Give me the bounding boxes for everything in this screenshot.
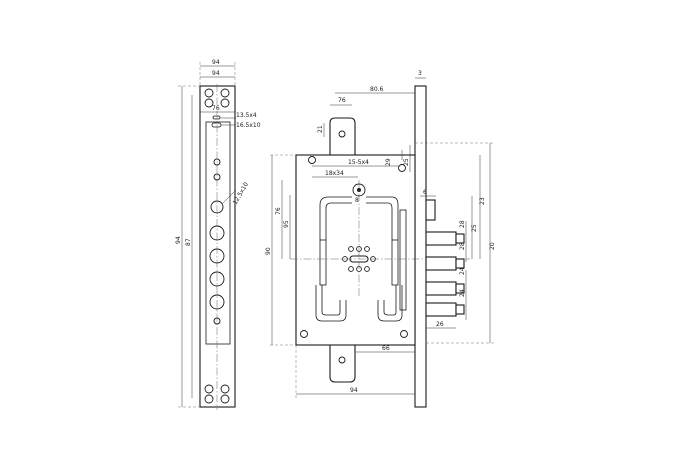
tab-hole: [338, 130, 346, 138]
bolt: [425, 231, 457, 246]
bolt-frame-lower: [377, 285, 403, 322]
bolt-tip: [455, 233, 465, 244]
case-screw: [308, 156, 316, 164]
bolt: [425, 302, 457, 317]
strike-plate: 94 94 76 13.5x4 16.5x10 12.5x10: [175, 59, 261, 410]
strike-fixing-hole: [204, 384, 214, 394]
tab-hole: [338, 356, 346, 364]
strike-hole-offset-label: 76: [212, 105, 220, 112]
bolt-tip: [455, 283, 465, 294]
bottom-mounting-tab: [329, 344, 356, 383]
bolt-rail: [391, 239, 399, 286]
bolt: [425, 281, 457, 296]
right-a-label: 23: [479, 197, 486, 205]
strike-fixing-hole: [204, 98, 214, 108]
lock-body: 80.6 3 76 21 15-5x4 18x34 8: [265, 70, 496, 408]
faceplate: [414, 85, 427, 408]
bolt-rail: [399, 209, 407, 311]
bolt-spacing-1-label: 28: [459, 220, 466, 228]
height-total-label: 90: [265, 247, 272, 255]
bolt-frame-lower: [315, 285, 347, 322]
strike-fixing-hole: [204, 394, 214, 404]
overall-width-label: 94: [350, 387, 358, 394]
hub-offset-label: 76: [338, 97, 346, 104]
bolt-projection-label: 26: [436, 321, 444, 328]
right-total-label: 20: [489, 242, 496, 250]
strike-slot-b-label: 16.5x10: [236, 122, 261, 129]
bolt-spacing-2-label: 28: [459, 242, 466, 250]
top-to-bolt-label: 29: [385, 158, 392, 166]
bolt-spacing-3-label: 24: [459, 267, 466, 275]
cylinder-offset-label: 15-5x4: [348, 159, 369, 166]
tab-small-label: 6: [423, 189, 427, 196]
strike-width-outer-label: 94: [212, 59, 220, 66]
case-screw: [398, 164, 406, 172]
bolt-tip: [455, 304, 465, 315]
bottom-width-label: 66: [382, 345, 390, 352]
bolt-frame-outer: [319, 196, 399, 240]
bolt-frame-lower: [383, 285, 397, 316]
strike-slot-a-label: 13.5x4: [236, 112, 257, 119]
strike-height-inner-label: 87: [185, 238, 192, 246]
backset-label: 80.6: [370, 86, 384, 93]
strike-fixing-hole: [220, 98, 230, 108]
strike-fixing-hole: [220, 394, 230, 404]
faceplate-thickness-label: 3: [418, 70, 422, 77]
latch-height-label: 25: [403, 158, 410, 166]
right-b-label: 25: [471, 224, 478, 232]
strike-fixing-hole: [204, 88, 214, 98]
strike-width-inner-label: 94: [212, 70, 220, 77]
latch-tab: [425, 199, 436, 221]
bolt-frame-lower: [321, 285, 341, 316]
tab-height-label: 21: [317, 125, 324, 133]
strike-slot: [212, 115, 221, 120]
lock-case: [295, 154, 416, 346]
spindle-label: 18x34: [325, 170, 344, 177]
case-screw: [300, 330, 308, 338]
height-a-label: 76: [275, 207, 282, 215]
strike-fixing-hole: [220, 88, 230, 98]
bolt-tip: [455, 258, 465, 269]
bolt-rail: [319, 239, 327, 286]
bolt-frame-outer: [325, 202, 393, 240]
strike-fixing-hole: [220, 384, 230, 394]
bolt: [425, 256, 457, 271]
strike-plate-groove: [205, 121, 231, 345]
height-b-label: 95: [283, 220, 290, 228]
case-screw: [400, 330, 408, 338]
square-label: 8: [355, 197, 359, 204]
bolt-spacing-4-label: 24: [459, 289, 466, 297]
strike-height-outer-label: 94: [175, 236, 182, 244]
